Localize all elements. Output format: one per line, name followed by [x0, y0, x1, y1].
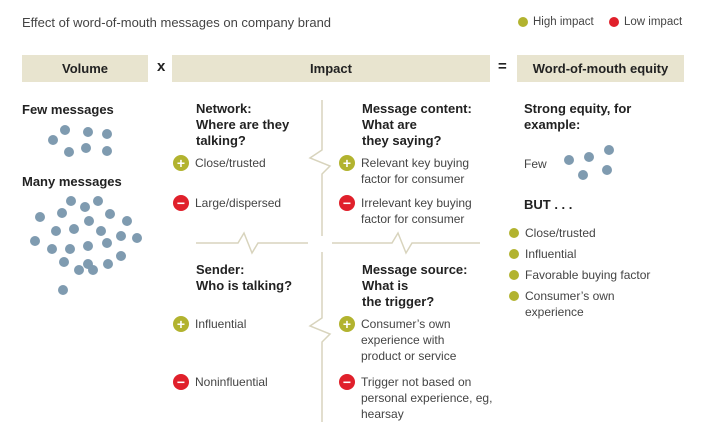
- plus-icon: +: [339, 155, 355, 171]
- high-impact-dot-icon: [509, 228, 519, 238]
- high-impact-dot-icon: [518, 17, 528, 27]
- content-title: Message content: What are they saying?: [362, 101, 472, 148]
- sender-negative: − Noninfluential: [173, 374, 268, 390]
- minus-icon: −: [173, 374, 189, 390]
- legend-low: Low impact: [609, 16, 682, 28]
- high-impact-dot-icon: [509, 291, 519, 301]
- equity-header: Word-of-mouth equity: [517, 55, 684, 82]
- legend-high: High impact: [518, 16, 594, 28]
- legend-low-label: Low impact: [624, 16, 683, 28]
- impact-header: Impact: [172, 55, 490, 82]
- many-messages-label: Many messages: [22, 174, 122, 189]
- equity-bullet: Influential: [509, 246, 576, 262]
- network-positive: + Close/trusted: [173, 155, 266, 171]
- plus-icon: +: [173, 155, 189, 171]
- equity-bullet: Favorable buying factor: [509, 267, 650, 283]
- plus-icon: +: [173, 316, 189, 332]
- equity-title: Strong equity, for example:: [524, 101, 632, 132]
- few-messages-label: Few messages: [22, 102, 114, 117]
- sender-title: Sender: Who is talking?: [196, 262, 293, 293]
- low-impact-dot-icon: [609, 17, 619, 27]
- minus-icon: −: [173, 195, 189, 211]
- high-impact-dot-icon: [509, 270, 519, 280]
- equity-few-label: Few: [524, 157, 547, 171]
- equity-but-label: BUT . . .: [524, 197, 573, 212]
- source-title: Message source: What is the trigger?: [362, 262, 468, 309]
- network-title: Network: Where are they talking?: [196, 101, 290, 148]
- legend-high-label: High impact: [533, 16, 594, 28]
- sender-positive: + Influential: [173, 316, 246, 332]
- volume-header: Volume: [22, 55, 148, 82]
- equity-bullet: Close/trusted: [509, 225, 596, 241]
- minus-icon: −: [339, 374, 355, 390]
- plus-icon: +: [339, 316, 355, 332]
- network-negative: − Large/dispersed: [173, 195, 281, 211]
- minus-icon: −: [339, 195, 355, 211]
- high-impact-dot-icon: [509, 249, 519, 259]
- times-operator: x: [157, 58, 166, 75]
- equals-operator: =: [498, 58, 507, 75]
- chart-title: Effect of word-of-mouth messages on comp…: [22, 15, 332, 30]
